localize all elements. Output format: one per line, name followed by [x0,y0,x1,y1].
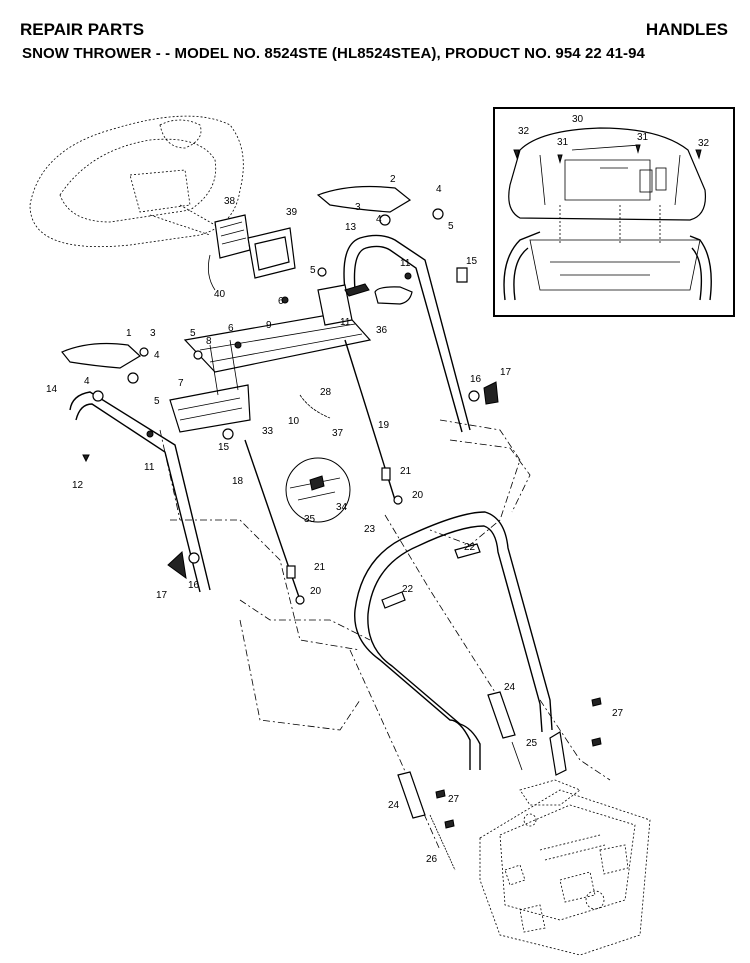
upper-handle-right: 2 4 3 4 5 13 11 15 [316,174,478,433]
lower-handle: 23 22 22 [354,511,553,770]
callout-11c: 11 [144,462,155,473]
callout-21b: 21 [314,562,326,573]
callout-19: 19 [378,420,390,431]
callout-32b: 32 [698,138,710,149]
headlight-assembly: 38 39 40 [207,196,298,300]
callout-6b: 6 [228,323,234,334]
callout-11a: 11 [400,258,411,269]
lower-hardware: 24 25 27 24 27 26 [388,682,624,871]
callout-16b: 16 [188,580,200,591]
callout-34: 34 [336,502,348,513]
callout-3a: 3 [355,202,361,213]
callout-25: 25 [526,738,538,749]
callout-24a: 24 [504,682,516,693]
callout-11b: 11 [340,317,351,328]
category-title: HANDLES [645,20,728,39]
callout-7: 7 [178,378,184,389]
callout-8: 8 [206,336,212,347]
section-title: REPAIR PARTS [20,20,145,39]
callout-36: 36 [376,325,388,336]
callout-17b: 17 [156,590,168,601]
callout-37: 37 [332,428,344,439]
callout-22b: 22 [402,584,414,595]
callout-6a: 6 [278,296,284,307]
dash-bracket: 5 6 9 11 36 6 5 8 7 28 10 37 19 15 33 [169,265,396,601]
callout-12: 12 [72,480,84,491]
callout-22a: 22 [464,542,476,553]
callout-4a: 4 [436,184,442,195]
callout-17a: 17 [500,367,512,378]
callout-5d: 5 [154,396,160,407]
callout-39: 39 [286,207,298,218]
callout-4d: 4 [84,376,90,387]
callout-2: 2 [390,174,396,185]
callout-28: 28 [320,387,332,398]
callout-21a: 21 [400,466,412,477]
callout-5c: 5 [190,328,196,339]
callout-15a: 15 [466,256,478,267]
callout-31b: 31 [637,132,649,143]
callout-14: 14 [46,384,58,395]
callout-31a: 31 [557,137,569,148]
upper-handle-left: 1 3 4 4 5 14 11 12 [46,328,211,593]
callout-23: 23 [364,524,376,535]
model-line: SNOW THROWER - - MODEL NO. 8524STE (HL85… [22,45,645,62]
callout-10: 10 [288,416,300,427]
callout-30: 30 [572,114,584,125]
callout-32a: 32 [518,126,530,137]
callout-40: 40 [214,289,226,300]
callout-38: 38 [224,196,236,207]
guide-lines [159,419,611,851]
callout-16a: 16 [470,374,482,385]
callout-18: 18 [232,476,244,487]
callout-27a: 27 [612,708,624,719]
callout-13: 13 [345,222,357,233]
control-rods: 21 20 18 21 20 [232,466,424,605]
callout-27b: 27 [448,794,460,805]
callout-4c: 4 [154,350,160,361]
callout-35: 35 [304,514,316,525]
callout-4b: 4 [376,214,382,225]
callout-20a: 20 [412,490,424,501]
detail-circle: 34 35 [285,457,351,525]
inset-detail: 32 30 31 31 32 [493,107,735,317]
machine-body-outline [479,779,651,956]
callout-26: 26 [426,854,438,865]
callout-15b: 15 [218,442,230,453]
callout-33: 33 [262,426,274,437]
callout-5a: 5 [448,221,454,232]
handle-knobs: 16 17 16 17 [156,367,512,601]
callout-9: 9 [266,320,272,331]
callout-20b: 20 [310,586,322,597]
callout-5b: 5 [310,265,316,276]
callout-1: 1 [126,328,132,339]
callout-3b: 3 [150,328,156,339]
callout-24b: 24 [388,800,400,811]
